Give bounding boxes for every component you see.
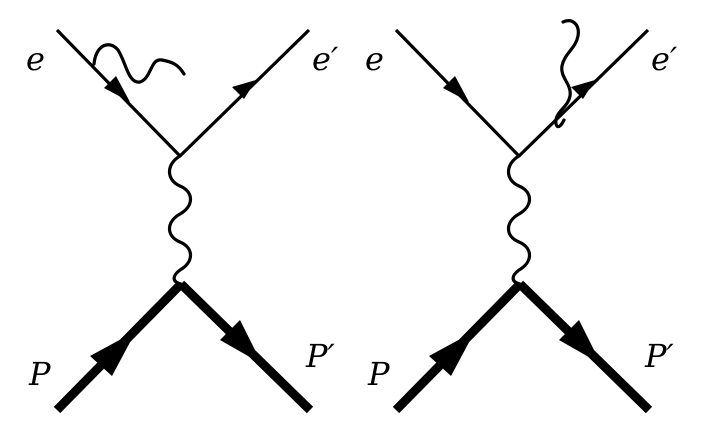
right-incoming-electron-arrow [443,76,469,102]
left-radiated-photon [92,43,186,84]
right-outgoing-proton-arrow [559,320,601,364]
left-label-incoming-proton: P [28,355,51,393]
diagram-right: e e′ P P′ [365,19,678,414]
left-label-outgoing-electron: e′ [312,40,339,78]
left-exchange-photon [167,154,193,286]
right-label-outgoing-proton: P′ [644,337,675,375]
left-outgoing-electron-arrow [232,80,256,99]
right-label-outgoing-electron: e′ [651,40,678,78]
right-incoming-proton-arrow [429,331,475,376]
left-label-incoming-electron: e [26,40,45,78]
left-outgoing-proton-arrow [220,320,262,364]
right-exchange-photon [506,154,532,286]
diagram-left: e e′ P P′ [26,28,339,414]
right-radiated-photon [554,19,580,129]
right-label-incoming-electron: e [365,40,384,78]
left-incoming-electron-arrow [104,76,130,102]
left-label-outgoing-proton: P′ [305,337,336,375]
right-label-incoming-proton: P [367,355,390,393]
right-outgoing-electron-arrow [571,80,595,99]
left-incoming-proton-arrow [90,331,136,376]
